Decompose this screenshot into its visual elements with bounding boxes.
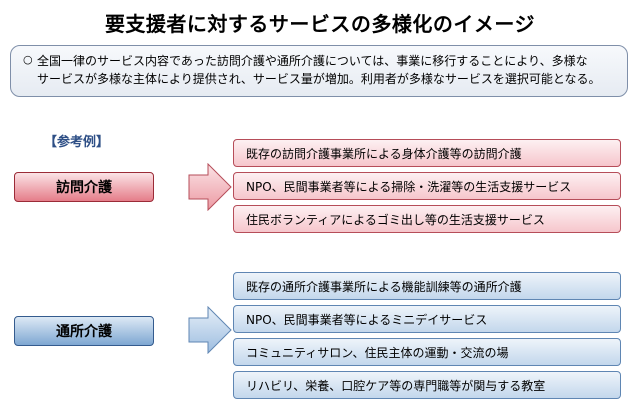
home-visit-item-3: 住民ボランティアによるゴミ出し等の生活支援サービス xyxy=(233,205,621,233)
day-care-item-1: 既存の通所介護事業所による機能訓練等の通所介護 xyxy=(233,272,621,300)
arrow-right-icon xyxy=(188,306,232,354)
day-care-item-4: リハビリ、栄養、口腔ケア等の専門職等が関与する教室 xyxy=(233,371,621,399)
summary-box: ○ 全国一律のサービス内容であった訪問介護や通所介護については、事業に移行するこ… xyxy=(10,45,628,97)
summary-line-2: サービスが多様な主体により提供され、サービス量が増加。利用者が多様なサービスを選… xyxy=(37,72,601,86)
day-care-item-2: NPO、民間事業者等によるミニデイサービス xyxy=(233,305,621,333)
bullet-marker: ○ xyxy=(23,53,33,66)
day-care-item-3: コミュニティサロン、住民主体の運動・交流の場 xyxy=(233,338,621,366)
home-visit-item-2: NPO、民間事業者等による掃除・洗濯等の生活支援サービス xyxy=(233,172,621,200)
section-label: 【参考例】 xyxy=(44,135,110,150)
arrow-right-icon xyxy=(188,163,232,211)
summary-line-1: 全国一律のサービス内容であった訪問介護や通所介護については、事業に移行することに… xyxy=(37,54,588,68)
home-visit-item-1: 既存の訪問介護事業所による身体介護等の訪問介護 xyxy=(233,139,621,167)
category-day-care: 通所介護 xyxy=(14,316,154,346)
page-title: 要支援者に対するサービスの多様化のイメージ xyxy=(104,12,536,36)
category-home-visit-care: 訪問介護 xyxy=(14,172,154,202)
